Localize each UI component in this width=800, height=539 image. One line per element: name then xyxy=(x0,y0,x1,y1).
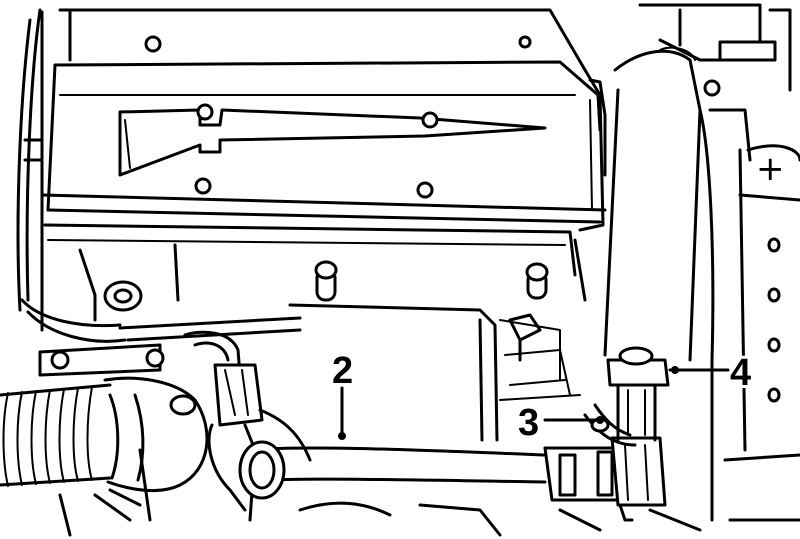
callout-3: 3 xyxy=(518,402,539,444)
coolant-hoses-left xyxy=(16,8,127,343)
intake-hose xyxy=(0,343,209,492)
callout-leaders xyxy=(338,366,730,440)
boost-control-valve xyxy=(543,346,670,522)
wiring-harness xyxy=(58,330,312,537)
engine-block xyxy=(118,303,581,442)
vacuum-hose xyxy=(238,440,547,500)
valve-cover xyxy=(23,8,607,332)
lower-components xyxy=(298,501,702,537)
callout-2: 2 xyxy=(332,350,353,392)
callout-4: 4 xyxy=(730,352,751,394)
reservoir-and-battery: + xyxy=(638,3,800,522)
charge-air-duct xyxy=(588,46,715,522)
battery-plus-symbol: + xyxy=(756,149,785,189)
